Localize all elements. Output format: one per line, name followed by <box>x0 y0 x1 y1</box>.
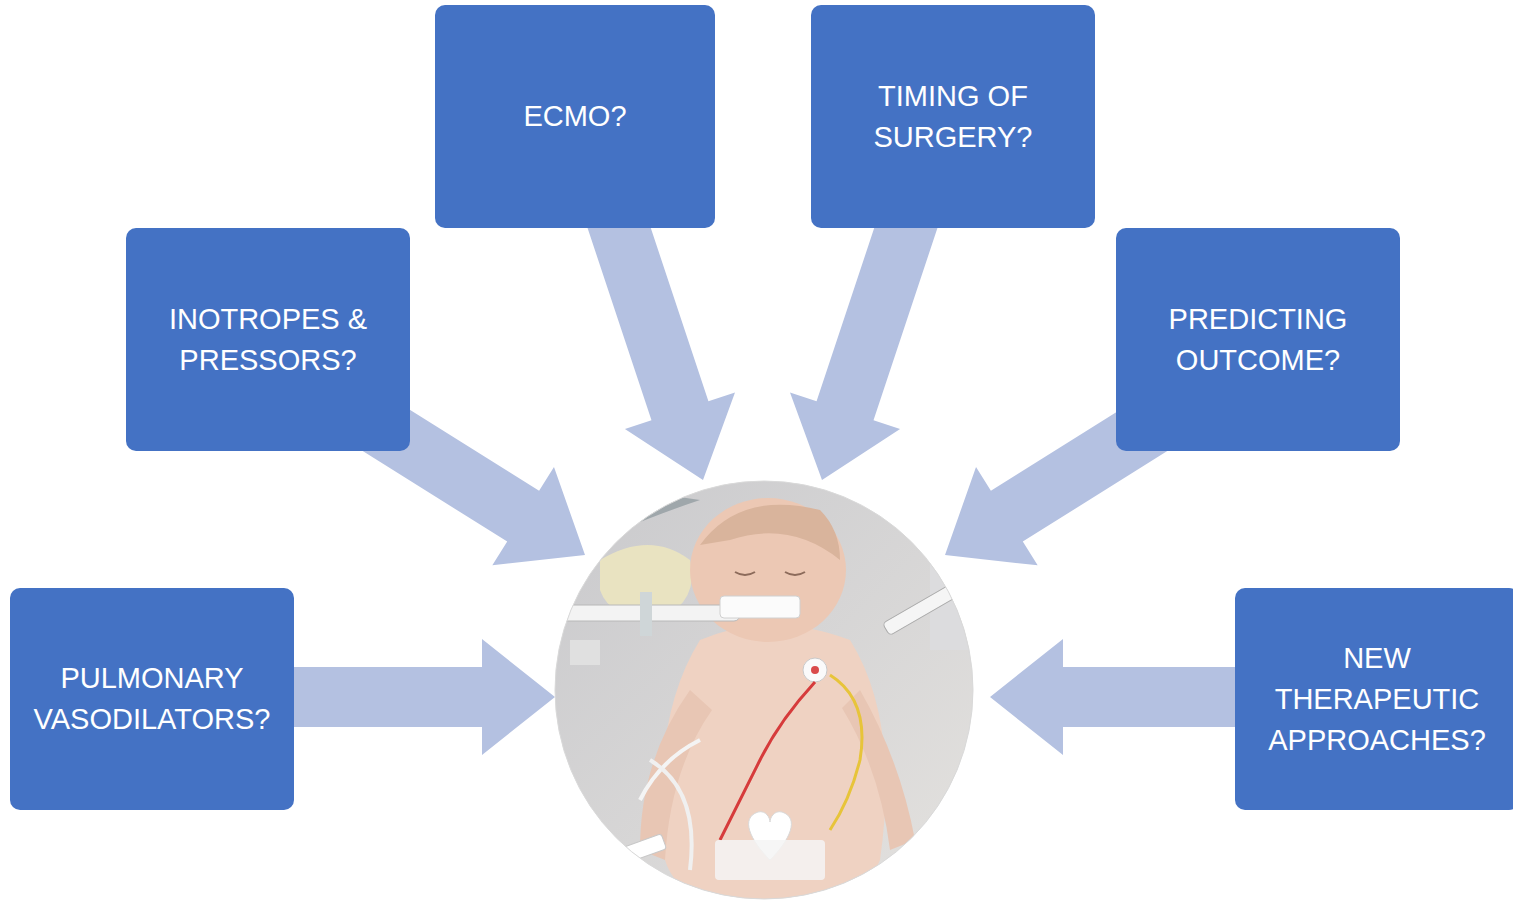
question-box: INOTROPES & PRESSORS? <box>126 228 410 451</box>
box-label: INOTROPES & PRESSORS? <box>138 299 398 381</box>
question-box: ECMO? <box>435 5 715 228</box>
question-box: PREDICTING OUTCOME? <box>1116 228 1400 451</box>
photo-rim <box>555 481 973 899</box>
box-label: ECMO? <box>523 96 626 137</box>
box-label: PULMONARY VASODILATORS? <box>22 658 282 740</box>
baby-photo <box>550 476 990 900</box>
block-arrow <box>292 639 555 755</box>
box-label: PREDICTING OUTCOME? <box>1128 299 1388 381</box>
question-box: PULMONARY VASODILATORS? <box>10 588 294 810</box>
question-box: NEW THERAPEUTIC APPROACHES? <box>1235 588 1513 810</box>
question-box: TIMING OF SURGERY? <box>811 5 1095 228</box>
block-arrow <box>990 639 1237 755</box>
box-label: NEW THERAPEUTIC APPROACHES? <box>1247 638 1507 761</box>
box-label: TIMING OF SURGERY? <box>823 76 1083 158</box>
